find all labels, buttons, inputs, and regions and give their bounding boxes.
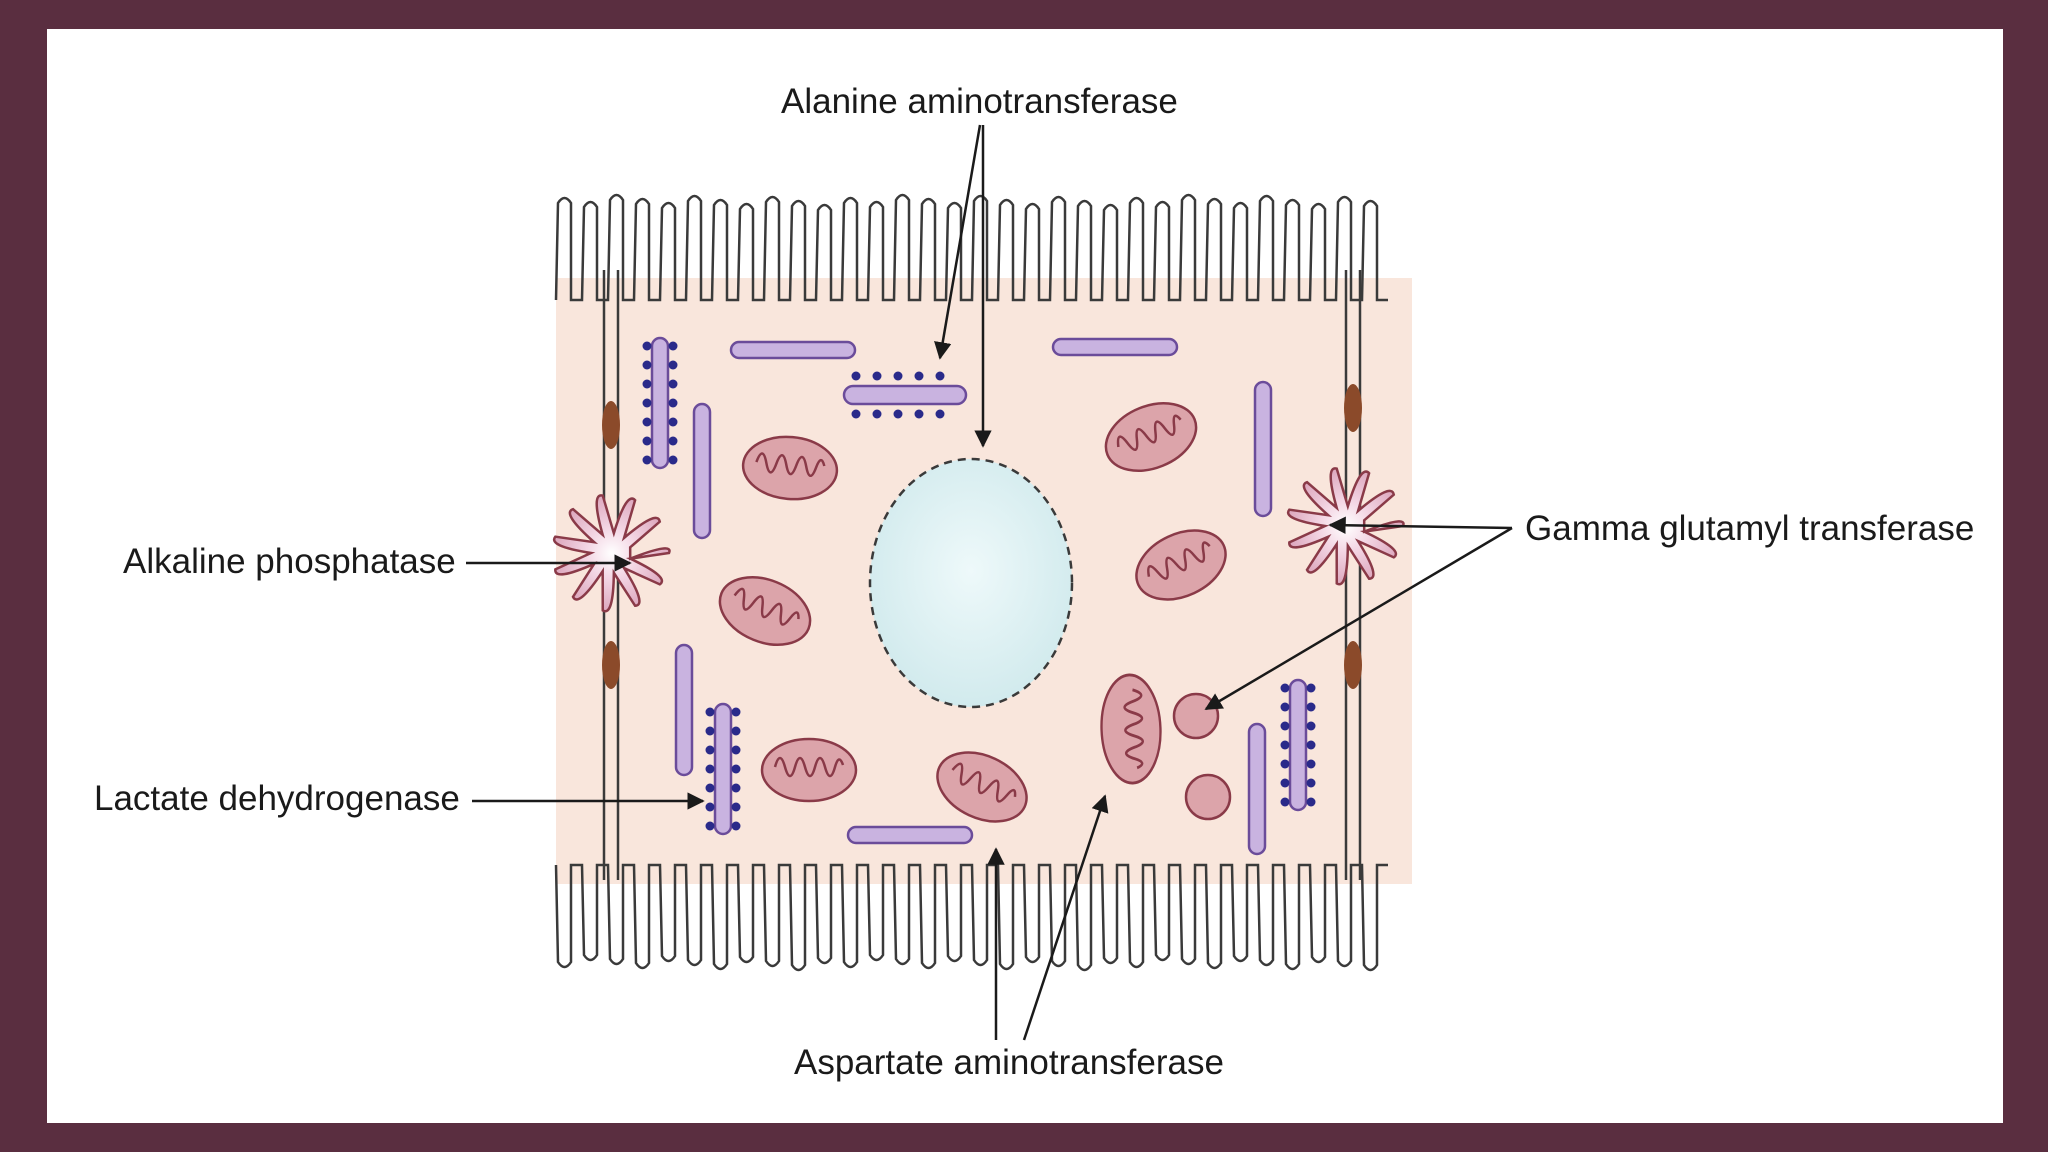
ribosome-icon — [1306, 759, 1316, 769]
ribosome-icon — [1306, 721, 1316, 731]
ribosome-icon — [668, 417, 678, 427]
ribosome-icon — [668, 341, 678, 351]
ribosome-icon — [872, 409, 882, 419]
ribosome-icon — [1280, 740, 1290, 750]
ribosome-icon — [1306, 778, 1316, 788]
ribosome-icon — [731, 745, 741, 755]
ribosome-icon — [705, 707, 715, 717]
label-aspartate-aminotransferase: Aspartate aminotransferase — [794, 1043, 1224, 1082]
ribosome-icon — [642, 436, 652, 446]
ribosome-icon — [705, 821, 715, 831]
microvilli-top-icon — [554, 193, 1388, 302]
ribosome-icon — [731, 821, 741, 831]
rough-er-icon — [642, 336, 1316, 836]
ribosome-icon — [642, 417, 652, 427]
ribosome-icon — [731, 802, 741, 812]
ribosome-icon — [1306, 702, 1316, 712]
microvilli-bottom-icon — [554, 863, 1388, 972]
ribosome-icon — [851, 371, 861, 381]
ribosome-icon — [1280, 778, 1290, 788]
ribosome-icon — [893, 409, 903, 419]
ribosome-icon — [851, 409, 861, 419]
vesicle-icon — [1172, 692, 1232, 821]
ribosome-icon — [914, 371, 924, 381]
ribosome-icon — [668, 455, 678, 465]
ribosome-icon — [668, 398, 678, 408]
ribosome-icon — [705, 745, 715, 755]
nucleus-icon — [868, 457, 1074, 709]
tight-junction-icon — [602, 384, 1362, 689]
ribosome-icon — [872, 371, 882, 381]
ribosome-icon — [893, 371, 903, 381]
ribosome-icon — [705, 726, 715, 736]
ribosome-icon — [1306, 683, 1316, 693]
ribosome-icon — [1280, 797, 1290, 807]
ribosome-icon — [642, 341, 652, 351]
ribosome-icon — [1280, 721, 1290, 731]
ribosome-icon — [668, 436, 678, 446]
ribosome-icon — [1280, 759, 1290, 769]
ribosome-icon — [731, 707, 741, 717]
mitochondrion-icon — [760, 737, 858, 803]
label-gamma-glutamyl-transferase: Gamma glutamyl transferase — [1525, 509, 1975, 548]
ribosome-icon — [1306, 797, 1316, 807]
ribosome-icon — [731, 783, 741, 793]
bile-canaliculus-left-icon — [552, 494, 671, 613]
ribosome-icon — [935, 409, 945, 419]
ribosome-icon — [705, 802, 715, 812]
ribosome-icon — [642, 398, 652, 408]
label-alkaline-phosphatase: Alkaline phosphatase — [123, 542, 456, 581]
ribosome-icon — [642, 455, 652, 465]
ribosome-icon — [1280, 683, 1290, 693]
ribosome-icon — [668, 360, 678, 370]
ribosome-icon — [705, 783, 715, 793]
ribosome-icon — [642, 379, 652, 389]
label-lactate-dehydrogenase: Lactate dehydrogenase — [94, 779, 460, 818]
ribosome-icon — [914, 409, 924, 419]
label-alanine-aminotransferase: Alanine aminotransferase — [781, 82, 1178, 121]
ribosome-icon — [705, 764, 715, 774]
ribosome-icon — [1280, 702, 1290, 712]
ribosome-icon — [1306, 740, 1316, 750]
ribosome-icon — [642, 360, 652, 370]
ribosome-icon — [668, 379, 678, 389]
ribosome-icon — [731, 764, 741, 774]
pointer-arrows — [466, 124, 1513, 1041]
ribosome-icon — [935, 371, 945, 381]
ribosome-icon — [731, 726, 741, 736]
smooth-er-icon — [674, 337, 1273, 856]
